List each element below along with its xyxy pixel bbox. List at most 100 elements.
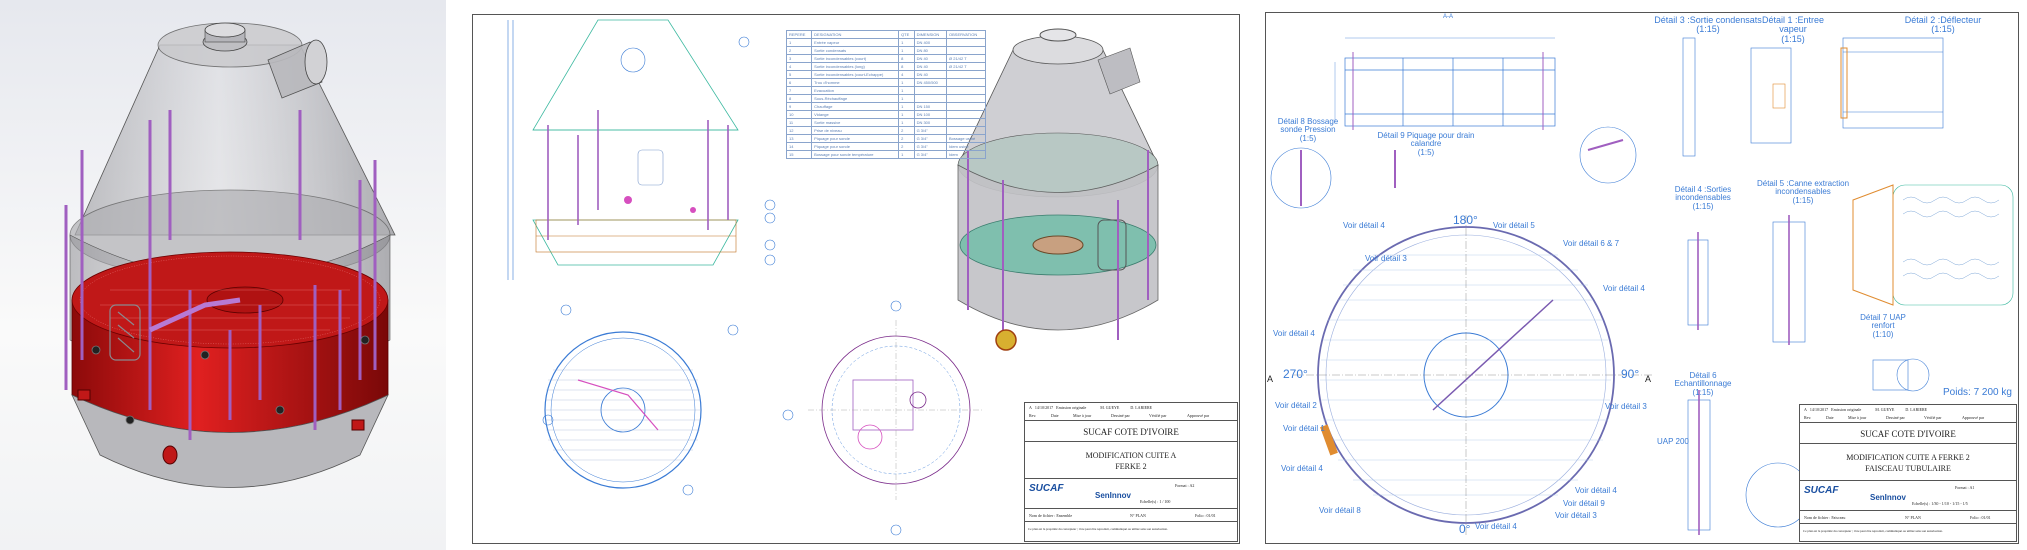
drawing-title-line2: FERKE 2 <box>1115 462 1147 471</box>
voir-label: Voir détail 5 <box>1493 221 1535 230</box>
parts-list-cell: 1 <box>898 94 915 103</box>
section-marker-left: A <box>1267 374 1274 384</box>
parts-list-cell: Ø 21/42 T <box>946 62 986 71</box>
parts-list-cell: Bossage pour sonde température <box>811 150 900 159</box>
rev-header-cell: Rev. <box>1804 415 1812 420</box>
tube-bundle-drawing-sheet: A-A Détail 3 :Sortie condensats(1:15) Dé… <box>1253 0 2027 550</box>
parts-list-cell: G 3/4" <box>913 150 948 159</box>
parts-list-cell: 5 <box>785 70 813 79</box>
parts-list-cell <box>946 94 986 103</box>
parts-list-cell <box>913 86 948 95</box>
voir-label: Voir détail 4 <box>1603 284 1645 293</box>
parts-list-cell: 6 <box>785 78 813 87</box>
detail-5-label: Détail 5 :Canne extraction incondensable… <box>1756 179 1850 205</box>
parts-list-cell <box>946 86 986 95</box>
title-block: A 14/10/2017 Emission originale M. GUEYE… <box>1024 402 1238 542</box>
parts-list-cell: 15 <box>785 150 813 159</box>
parts-list-cell <box>946 110 986 119</box>
sucaf-logo: SUCAF <box>1029 483 1064 494</box>
drawing-title-line1: MODIFICATION CUITE A <box>1085 451 1177 460</box>
company-name: SUCAF COTE D'IVOIRE <box>1860 429 1956 439</box>
parts-list-cell: 3 <box>785 54 813 63</box>
parts-list-cell: 12 <box>785 126 813 135</box>
rev-header-cell: Date <box>1826 415 1834 420</box>
weight-label: Poids: 7 200 kg <box>1943 387 2012 398</box>
parts-list-cell: Evacuation <box>811 86 900 95</box>
parts-list-cell: 1 <box>898 38 915 47</box>
plan-number-label: N° PLAN <box>1130 513 1146 518</box>
parts-list-cell: 4 <box>898 70 915 79</box>
section-marker-right: A <box>1645 374 1652 384</box>
sheet-label: Folio : 01/01 <box>1970 515 1991 520</box>
rev-row: A 14/10/2017 Emission originale M. GUEYE… <box>1029 405 1153 410</box>
parts-list-cell: DIMENSION <box>913 30 948 39</box>
parts-list-cell: 9 <box>785 102 813 111</box>
parts-list-cell: 11 <box>785 118 813 127</box>
parts-list-cell: 13 <box>785 134 813 143</box>
parts-list-cell: DESIGNATION <box>811 30 900 39</box>
detail-9-label: Détail 9 Piquage pour drain calandre(1:5… <box>1377 131 1475 157</box>
voir-label: Voir détail 3 <box>1555 511 1597 520</box>
voir-label: Voir détail 3 <box>1365 254 1407 263</box>
parts-list-cell: 2 <box>898 142 915 151</box>
parts-list-cell <box>946 78 986 87</box>
parts-list-cell: G 3/4" <box>913 134 948 143</box>
parts-list-cell: 1 <box>898 46 915 55</box>
parts-list-cell: DN 400 <box>913 38 948 47</box>
seninnov-logo: SenInnov <box>1870 493 1907 502</box>
rev-row: A 14/10/2017 Emission originale M. GUEYE… <box>1804 407 1928 412</box>
voir-label: Voir détail 6 & 7 <box>1563 239 1620 248</box>
voir-label: Voir détail 4 <box>1575 486 1617 495</box>
sucaf-logo: SUCAF <box>1804 485 1839 496</box>
rev-header-cell: Approuvé par <box>1962 415 1985 420</box>
angle-270: 270° <box>1283 367 1308 381</box>
parts-list-cell: G 3/4" <box>913 126 948 135</box>
format-label: Format : A2 <box>1175 483 1195 488</box>
parts-list-cell: Chauffage <box>811 102 900 111</box>
parts-list-cell <box>946 118 986 127</box>
parts-list-cell: Ø 21/42 T <box>946 54 986 63</box>
drawing-title-line2: FAISCEAU TUBULAIRE <box>1865 464 1951 473</box>
parts-list-cell: 1 <box>898 150 915 159</box>
parts-list-cell: Vidange <box>811 110 900 119</box>
file-name-label: Nom de fichier : Ensemble <box>1029 513 1073 518</box>
rev-header-cell: Mise à jour <box>1848 415 1867 420</box>
parts-list-cell: 8 <box>898 54 915 63</box>
parts-list-cell: 2 <box>898 134 915 143</box>
parts-list-cell: DN 40 <box>913 70 948 79</box>
voir-label: Voir détail 4 <box>1475 522 1517 531</box>
sheet-frame <box>472 14 1240 544</box>
parts-list-cell: Trou d'homme <box>811 78 900 87</box>
parts-list-cell: 1 <box>898 78 915 87</box>
parts-list-cell: 8 <box>785 94 813 103</box>
bundle-drawing-lines <box>1270 37 2014 535</box>
parts-list-cell: Sous-Réchauffage <box>811 94 900 103</box>
detail-8-label: Détail 8 Bossage sonde Pression(1:5) <box>1277 117 1339 143</box>
parts-list-cell: DN 150 <box>913 102 948 111</box>
voir-label: Voir détail 4 <box>1281 464 1323 473</box>
detail-4-label: Détail 4 :Sorties incondensables(1:15) <box>1674 185 1732 211</box>
sheet-frame <box>1265 12 2019 544</box>
parts-list-cell: 1 <box>785 38 813 47</box>
parts-list-cell: Bossage usiné <box>946 134 986 143</box>
parts-list-cell: Prise de niveau <box>811 126 900 135</box>
rev-header-cell: Vérifié par <box>1149 413 1167 418</box>
copyright-footer: Ce plan est la propriété du concepteur ;… <box>1028 527 1168 531</box>
voir-label: Voir détail 1 <box>1283 424 1325 433</box>
parts-list-cell: QTE <box>898 30 915 39</box>
rev-header-cell: Rev. <box>1029 413 1037 418</box>
voir-label: Voir détail 8 <box>1319 506 1361 515</box>
parts-list-cell: Piquage pour sonde <box>811 142 900 151</box>
sheet-label: Folio : 01/01 <box>1195 513 1216 518</box>
parts-list-cell: 4 <box>785 62 813 71</box>
angle-0: 0° <box>1459 522 1471 536</box>
parts-list-cell: DN 450/500 <box>913 78 948 87</box>
